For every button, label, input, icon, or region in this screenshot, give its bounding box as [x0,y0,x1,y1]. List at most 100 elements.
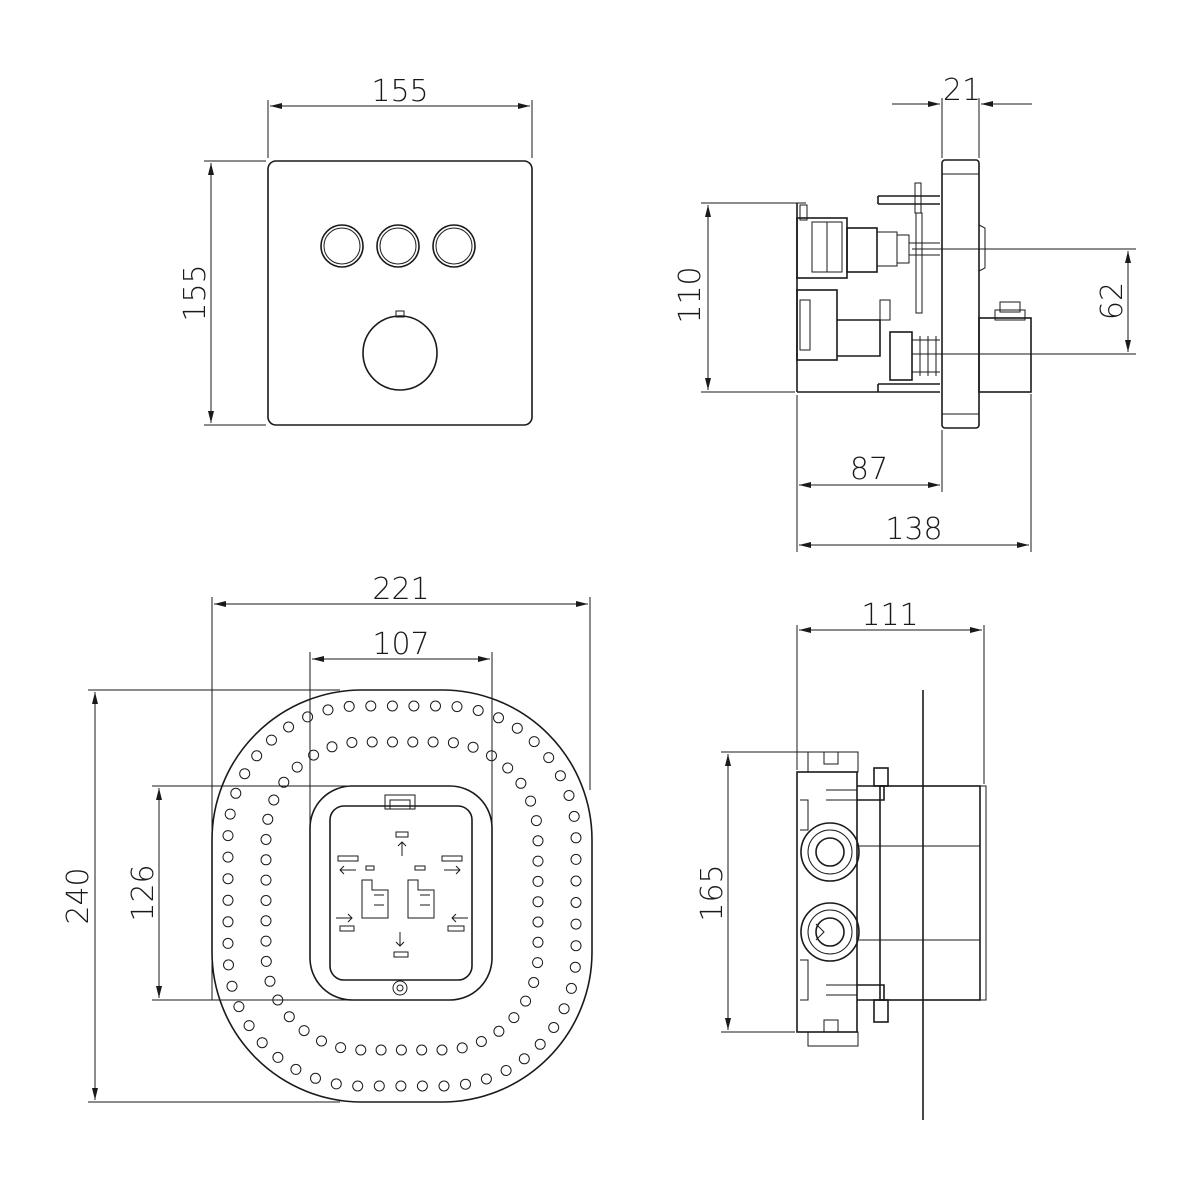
front-view: 155 155 [178,74,533,426]
flange-hole [230,787,242,799]
flange-hole [532,936,544,948]
flange-hole [528,736,540,748]
flange-hole-ring-inner [260,736,544,1056]
flange-hole [335,1042,347,1054]
dim-side-depth-87: 87 [850,452,888,487]
flange-hole [436,1044,448,1056]
flange-hole [508,1012,520,1024]
push-button-2 [376,224,420,268]
flange-hole [222,830,234,842]
flange-hole [223,959,234,971]
flange-hole [525,795,537,807]
flange-hole [528,977,540,988]
flange-hole [346,737,358,748]
flange-hole [260,834,272,845]
flange-hole [222,851,234,863]
dim-body-height: 165 [695,864,730,921]
flange-hole [570,875,582,887]
flange-hole [239,768,251,780]
flange-hole [386,700,398,712]
flange-hole [570,940,582,952]
push-button-3 [432,224,476,268]
flange-hole [407,736,419,748]
port-lower [800,902,860,962]
flange-hole [570,897,582,908]
flange-hole [310,1072,321,1084]
flange-hole [343,700,355,712]
flange-hole [256,1037,268,1049]
flange-hole [416,1080,428,1092]
flange-hole [298,1025,310,1037]
flange-hole [563,790,575,801]
flange-hole [316,1035,327,1047]
dim-front-width: 155 [371,74,428,109]
flange-hole [330,1078,342,1090]
flange-hole [291,761,303,773]
flange-hole [493,1025,505,1037]
cover-plate-side [941,159,980,429]
flange-hole [395,1044,407,1056]
mounting-box-view: 221 107 240 126 [61,572,593,1103]
flange-hole [222,873,234,885]
inner-box-labels [336,831,468,958]
inner-box-inner [329,805,473,981]
flange-hole [467,741,479,753]
flange-hole [416,1044,428,1056]
flange-hole [395,1080,407,1092]
flange-hole [266,734,277,746]
cover-plate [267,160,533,426]
flange-hole [260,935,272,947]
flange-hole [243,1020,255,1032]
flange-hole [520,995,532,1007]
flange-hole [264,975,276,987]
flange-hole [290,1063,302,1075]
flange-hole [408,700,420,712]
dim-side-spacing: 62 [1095,282,1130,320]
flange-hole [283,1011,295,1023]
flange-hole [283,721,295,733]
flange-hole [511,722,523,734]
flange-hole [472,705,484,716]
flange-hole [570,832,582,844]
dim-box-inner-width: 107 [372,627,429,662]
flange-hole [326,741,338,753]
flange-hole [226,980,238,992]
flange-hole [532,957,544,969]
flange-hole [518,1053,530,1065]
dim-body-depth: 111 [861,598,918,633]
flange-hole-ring-outer [222,700,582,1092]
dim-box-width: 221 [372,572,429,607]
flange-hole [427,736,439,748]
flange-hole [502,762,514,774]
port-upper [800,822,860,882]
flange-hole [515,777,527,789]
flange-hole [260,874,272,886]
flange-hole [530,815,542,827]
flange-hole [355,1044,367,1056]
flange-hole [532,835,544,847]
flange-hole [532,855,544,867]
dim-side-depth-138: 138 [885,512,942,547]
valve-body-view: 111 165 [695,598,987,1120]
flange-hole [222,916,234,928]
flange-hole [352,1080,364,1092]
flange-hole [480,1073,492,1085]
flange-hole [534,1038,546,1050]
flange-hole [260,955,272,967]
flange-hole [493,712,504,724]
flange-hole [543,752,555,764]
flange-hole [260,895,272,906]
flange-hole [375,1044,387,1056]
flange-hole [260,854,272,866]
flange-hole [500,1065,512,1076]
flange-hole [430,700,441,712]
flange-hole [302,711,314,723]
dim-front-height: 155 [178,264,213,321]
flange-hole [438,1080,450,1092]
flange-hole [568,810,580,822]
dim-side-body-height: 110 [673,266,708,323]
flange-hole [570,853,582,865]
side-view: 21 110 62 87 138 [673,73,1136,552]
flange-hole [570,918,582,930]
